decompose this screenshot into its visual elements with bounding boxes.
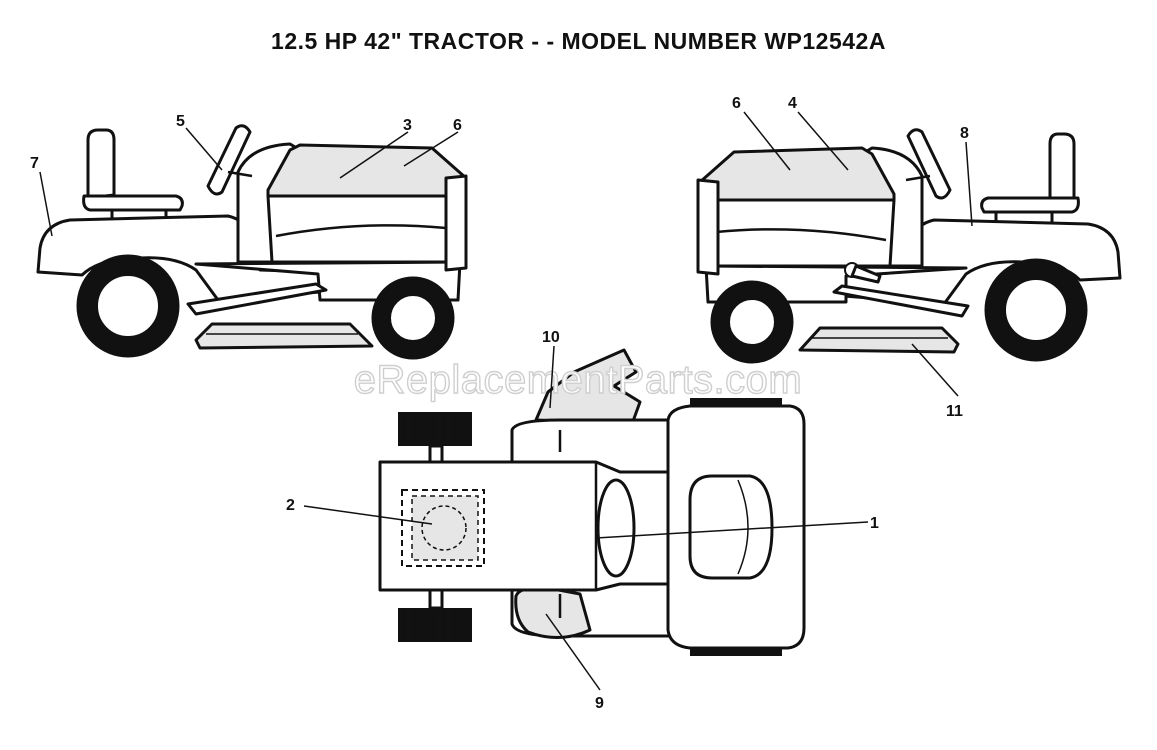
leader-line-1 <box>595 521 869 539</box>
leader-line-2 <box>303 505 433 525</box>
front-grille-right <box>696 178 720 276</box>
tire-tread-upper <box>403 412 465 446</box>
watermark: eReplacementParts.com <box>354 358 802 402</box>
front-wheel-hub-left <box>389 294 437 342</box>
seat-back-right <box>1048 132 1076 202</box>
discharge-chute-top <box>534 348 642 426</box>
leader-line-6-left <box>403 131 459 167</box>
callout-6-right: 6 <box>732 95 741 112</box>
callout-7: 7 <box>30 155 39 172</box>
rear-wheel-hub-right <box>1004 278 1068 342</box>
hood-decal-top <box>411 495 479 561</box>
dash-oval-top <box>596 478 636 578</box>
hood-decal-right <box>698 146 896 202</box>
deck-linkage-left <box>186 282 328 316</box>
tractor-right-side-view <box>696 128 1122 364</box>
leader-line-3 <box>339 131 409 179</box>
callout-4: 4 <box>788 95 797 112</box>
seat-top <box>688 474 774 580</box>
callout-1: 1 <box>870 515 879 532</box>
front-grille-left <box>444 174 468 272</box>
leader-line-10 <box>549 345 555 409</box>
callout-labels: 5 3 6 7 6 4 8 11 10 2 1 9 <box>30 95 969 712</box>
callout-8: 8 <box>960 125 969 142</box>
engine-outline-top <box>401 489 485 567</box>
hood-decal-left <box>266 143 468 198</box>
leader-line-8 <box>965 141 973 227</box>
hood-vent-line-left <box>275 224 447 238</box>
callout-5: 5 <box>176 113 185 130</box>
leader-line-5 <box>185 127 223 171</box>
hood-body-right <box>702 198 896 268</box>
mower-deck-right <box>798 326 960 354</box>
seat-back-left <box>86 128 116 200</box>
callout-6-left: 6 <box>453 117 462 134</box>
callout-3: 3 <box>403 117 412 134</box>
tractor-top-view <box>378 348 806 656</box>
leader-line-4 <box>797 111 849 171</box>
front-tire-top-lower <box>398 608 472 642</box>
mower-deck-left <box>194 322 374 350</box>
steering-column-right <box>905 174 931 182</box>
lift-lever <box>850 264 882 284</box>
leader-line-7 <box>39 171 53 237</box>
hood-vent-line-right <box>715 228 887 242</box>
leader-line-6-right <box>743 111 791 171</box>
rear-wheel-hub-left <box>96 274 160 338</box>
tire-tread-lower <box>403 608 465 642</box>
callout-11: 11 <box>946 403 963 420</box>
seat-back-line-top <box>737 479 749 575</box>
steering-column-left <box>227 170 253 178</box>
leader-line-9 <box>545 613 601 691</box>
seat-cushion-right <box>980 196 1080 214</box>
callout-10: 10 <box>542 329 560 346</box>
steering-wheel-right <box>906 128 952 200</box>
hood-body-left <box>266 194 464 264</box>
diagram-title: 12.5 HP 42" TRACTOR - - MODEL NUMBER WP1… <box>271 28 886 54</box>
fuel-cap-outline-top <box>421 505 467 551</box>
front-wheel-hub-right <box>728 298 776 346</box>
leader-line-11 <box>911 343 959 397</box>
front-tire-top-upper <box>398 412 472 446</box>
callout-2: 2 <box>286 497 295 514</box>
deck-decal-lower-top <box>514 586 592 640</box>
steering-wheel-left <box>206 124 252 196</box>
deck-linkage-right <box>832 284 970 318</box>
tractor-left-side-view <box>36 124 468 360</box>
seat-cushion-left <box>82 194 184 212</box>
callout-9: 9 <box>595 695 604 712</box>
leader-lines <box>39 111 973 691</box>
